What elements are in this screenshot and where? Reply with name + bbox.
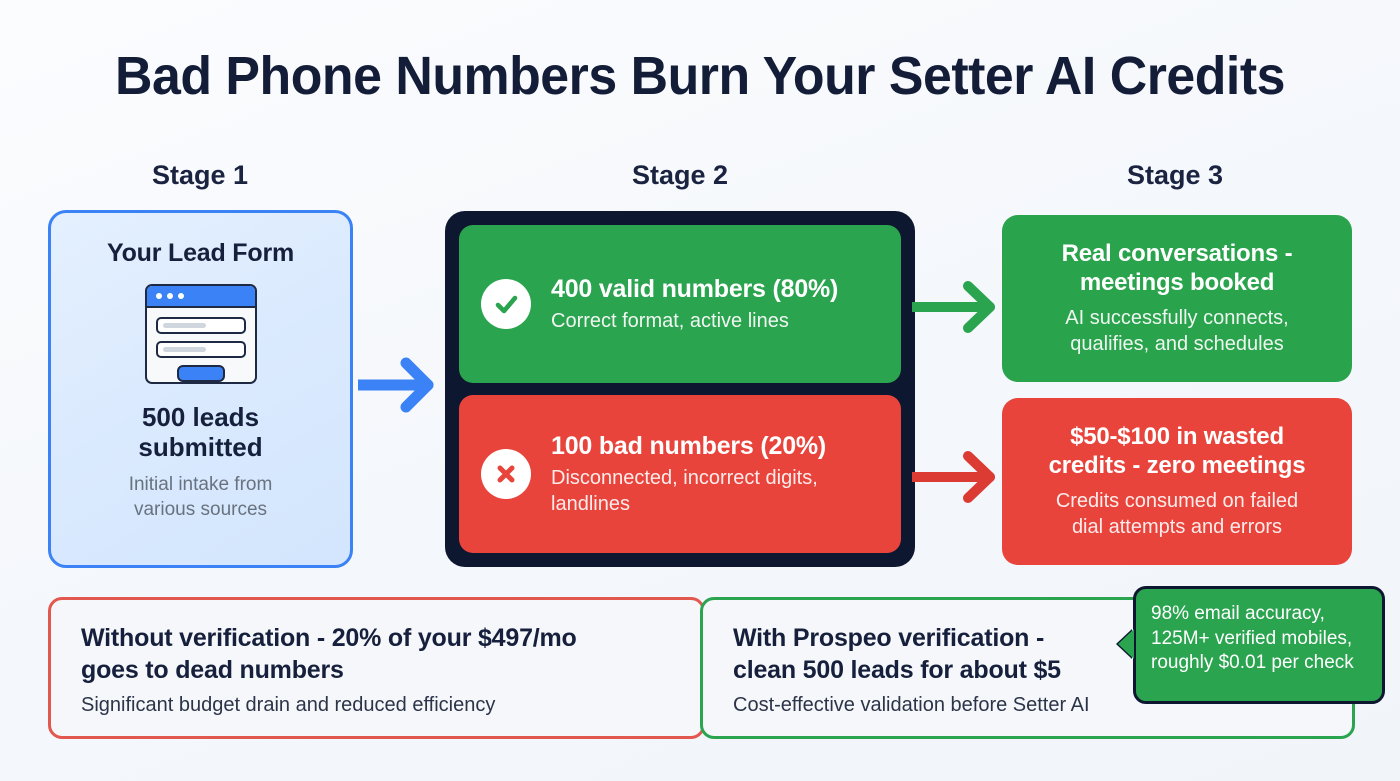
without-verification-headline: Without verification - 20% of your $497/…	[81, 622, 672, 686]
without-verification-headline-line2: goes to dead numbers	[81, 656, 344, 684]
without-verification-headline-line1: Without verification - 20% of your $497/…	[81, 624, 577, 652]
positive-outcome-headline-line1: Real conversations -	[1061, 239, 1293, 267]
with-verification-headline-line1: With Prospeo verification -	[733, 624, 1045, 652]
window-dot-icon	[177, 293, 184, 299]
positive-outcome-sub: AI successfully connects, qualifies, and…	[1022, 305, 1332, 357]
negative-outcome-card: $50-$100 in wasted credits - zero meetin…	[1002, 398, 1352, 565]
green-arrow-right-icon	[912, 281, 995, 333]
lead-form-title: Your Lead Form	[106, 239, 295, 267]
with-verification-sub: Cost-effective validation before Setter …	[733, 694, 1090, 716]
negative-outcome-headline: $50-$100 in wasted credits - zero meetin…	[1022, 423, 1332, 481]
lead-form-browser-icon	[144, 284, 257, 384]
window-dot-icon	[155, 293, 162, 299]
negative-outcome-headline-line1: $50-$100 in wasted	[1070, 422, 1284, 450]
bad-numbers-sub: Disconnected, incorrect digits, landline…	[551, 467, 818, 515]
leads-description-line2: various sources	[133, 499, 268, 521]
stage-1-label: Stage 1	[151, 160, 249, 190]
without-verification-sub: Significant budget drain and reduced eff…	[81, 694, 496, 716]
valid-numbers-sub: Correct format, active lines	[551, 309, 789, 332]
stage-2-label: Stage 2	[631, 160, 729, 190]
leads-count-line1: 500 leads	[141, 402, 260, 432]
x-circle-icon	[481, 449, 531, 499]
prospeo-stats-callout: 98% email accuracy, 125M+ verified mobil…	[1118, 586, 1385, 704]
bad-numbers-card: 100 bad numbers (20%) Disconnected, inco…	[459, 395, 901, 553]
positive-outcome-sub-line1: AI successfully connects,	[1065, 307, 1289, 330]
form-input-field	[155, 341, 246, 358]
blue-arrow-right-icon	[358, 357, 434, 413]
valid-numbers-headline: 400 valid numbers (80%)	[551, 274, 839, 303]
form-input-field	[155, 317, 246, 334]
callout-tail-icon	[1118, 629, 1134, 659]
stage-3-label: Stage 3	[1126, 160, 1224, 190]
valid-numbers-card: 400 valid numbers (80%) Correct format, …	[459, 225, 901, 383]
stage-2-split-container: 400 valid numbers (80%) Correct format, …	[445, 211, 915, 567]
leads-count-line2: submitted	[138, 432, 263, 463]
browser-titlebar	[146, 286, 255, 308]
bad-numbers-text: 100 bad numbers (20%) Disconnected, inco…	[551, 431, 883, 517]
positive-outcome-sub-line2: qualifies, and schedules	[1070, 333, 1284, 356]
check-circle-icon	[481, 279, 531, 329]
leads-count: 500 leads submitted	[138, 402, 262, 463]
positive-outcome-headline-line2: meetings booked	[1079, 268, 1275, 296]
leads-description: Initial intake from various sources	[129, 472, 273, 523]
negative-outcome-sub: Credits consumed on failed dial attempts…	[1022, 488, 1332, 540]
positive-outcome-headline: Real conversations - meetings booked	[1022, 240, 1332, 298]
stage-1-lead-form-card: Your Lead Form 500 leads submitted Initi…	[48, 210, 353, 568]
page-title: Bad Phone Numbers Burn Your Setter AI Cr…	[115, 46, 1285, 106]
negative-outcome-sub-line2: dial attempts and errors	[1071, 516, 1283, 539]
negative-outcome-headline-line2: credits - zero meetings	[1048, 451, 1306, 479]
window-dot-icon	[166, 293, 173, 299]
without-verification-panel: Without verification - 20% of your $497/…	[48, 597, 705, 739]
red-arrow-right-icon	[912, 451, 995, 503]
callout-text: 98% email accuracy, 125M+ verified mobil…	[1151, 603, 1354, 673]
positive-outcome-card: Real conversations - meetings booked AI …	[1002, 215, 1352, 382]
bad-numbers-headline: 100 bad numbers (20%)	[551, 432, 827, 461]
with-verification-headline-line2: clean 500 leads for about $5	[733, 656, 1061, 684]
leads-description-line1: Initial intake from	[128, 473, 273, 495]
with-verification-headline: With Prospeo verification - clean 500 le…	[733, 622, 1322, 686]
negative-outcome-sub-line1: Credits consumed on failed	[1055, 490, 1299, 513]
form-submit-button	[176, 365, 225, 382]
with-verification-panel: With Prospeo verification - clean 500 le…	[700, 597, 1355, 739]
browser-body	[147, 308, 255, 382]
valid-numbers-text: 400 valid numbers (80%) Correct format, …	[551, 274, 838, 334]
